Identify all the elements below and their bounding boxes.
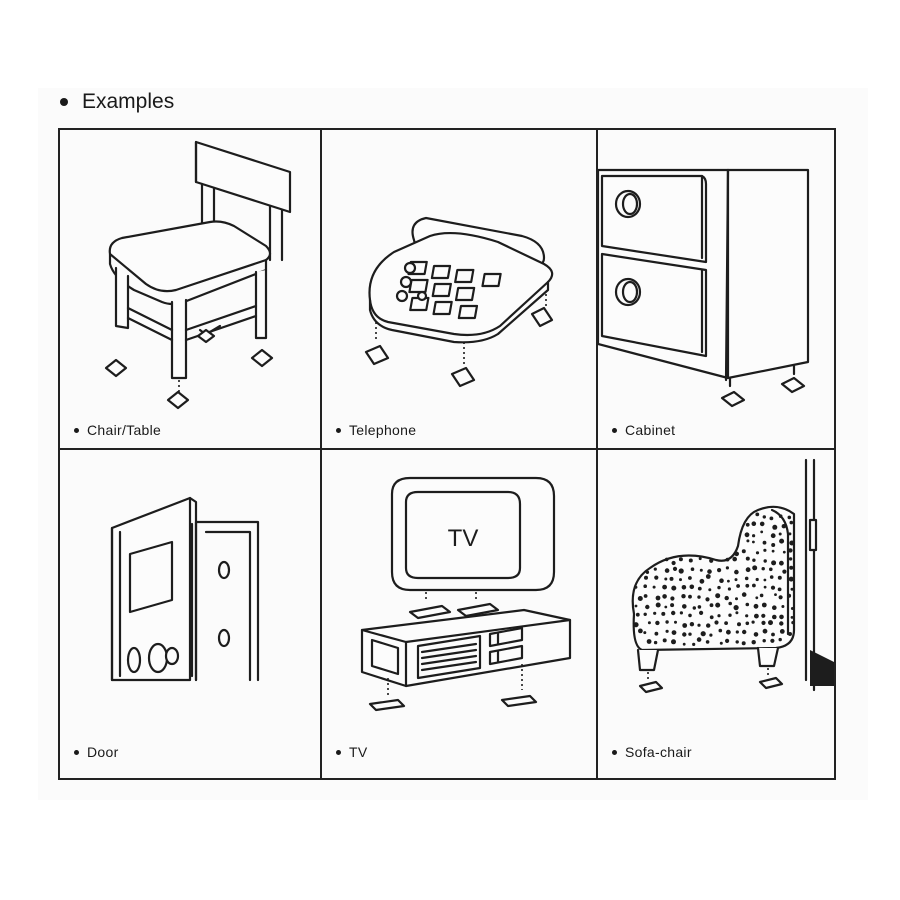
grid-divider [60, 448, 834, 450]
tv-icon: TV [360, 476, 572, 712]
wall-socket [808, 518, 818, 552]
sofa-upholstery-dots [633, 512, 795, 646]
grid-divider [320, 130, 322, 778]
cabinet-icon [598, 168, 810, 408]
caption-bullet [336, 427, 341, 433]
panel-tv: TV TV [322, 450, 596, 780]
caption-text: Door [87, 744, 119, 760]
caption-text: Chair/Table [87, 422, 162, 438]
telephone-icon [364, 216, 554, 388]
chair-icon [104, 140, 292, 410]
panel-caption: TV [336, 744, 368, 760]
panel-sofa-chair: Sofa-chair [598, 450, 836, 780]
sofa-chair-icon [631, 458, 834, 694]
section-heading: Examples [60, 90, 174, 114]
examples-grid: Chair/Table [58, 128, 836, 780]
caption-bullet [612, 749, 617, 755]
caption-bullet [74, 749, 79, 755]
panel-cabinet: Cabinet [598, 130, 836, 448]
caption-bullet [612, 427, 617, 433]
caption-text: TV [349, 744, 368, 760]
heading-bullet [60, 98, 68, 106]
panel-caption: Sofa-chair [612, 744, 692, 760]
door-icon [110, 496, 260, 682]
panel-caption: Cabinet [612, 422, 675, 438]
tv-screen-text: TV [448, 525, 479, 552]
caption-text: Telephone [349, 422, 417, 438]
caption-bullet [74, 427, 79, 433]
panel-caption: Chair/Table [74, 422, 161, 438]
caption-text: Cabinet [625, 422, 676, 438]
caption-text: Sofa-chair [625, 744, 692, 760]
grid-divider [596, 130, 598, 778]
panel-telephone: Telephone [322, 130, 596, 448]
panel-caption: Door [74, 744, 119, 760]
caption-bullet [336, 749, 341, 755]
heading-text: Examples [82, 90, 175, 113]
panel-chair-table: Chair/Table [60, 130, 320, 448]
panel-caption: Telephone [336, 422, 416, 438]
panel-door: Door [60, 450, 320, 780]
